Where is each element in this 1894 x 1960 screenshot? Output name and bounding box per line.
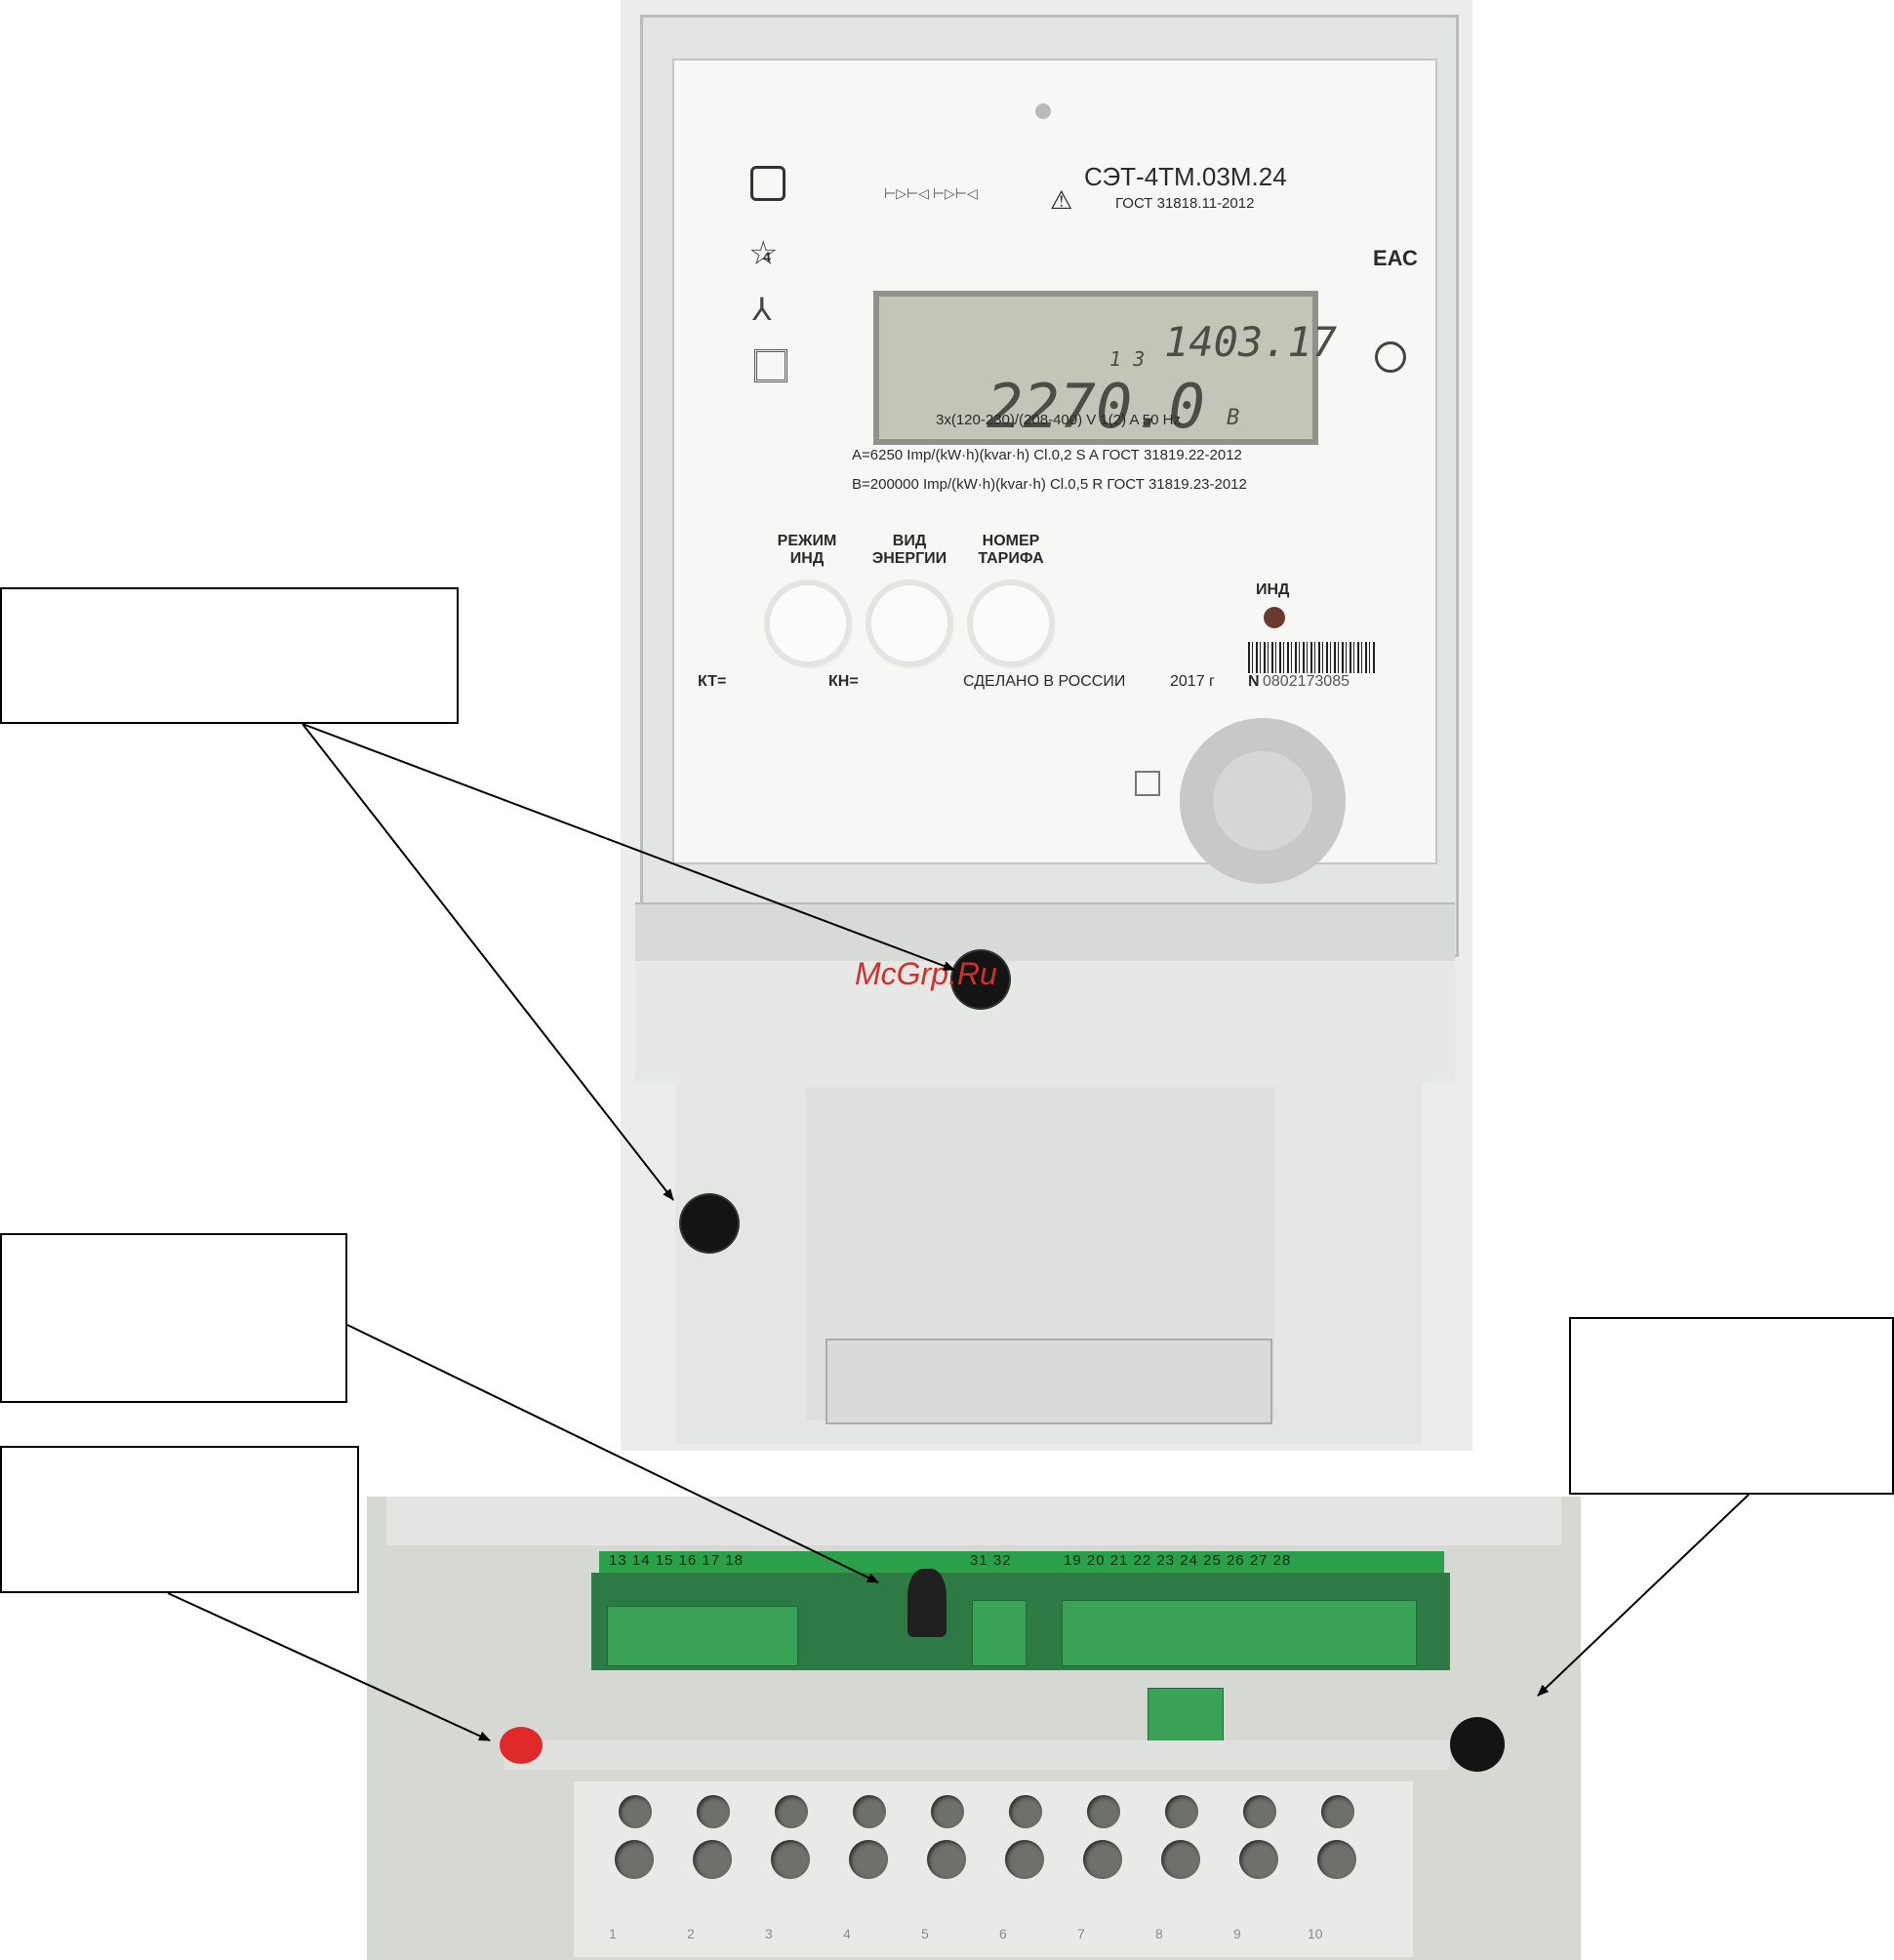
terminal-block-left bbox=[607, 1606, 798, 1666]
terminal-hole bbox=[775, 1795, 808, 1828]
red-indicator bbox=[500, 1727, 543, 1764]
callout-box-center-seal[interactable] bbox=[0, 1233, 347, 1403]
terminal-hole bbox=[1087, 1795, 1120, 1828]
terminal-hole bbox=[1165, 1795, 1198, 1828]
terminal-number: 3 bbox=[765, 1926, 773, 1941]
seal-left bbox=[681, 1195, 738, 1252]
meter-faceplate: СЭТ-4ТМ.03М.24 ГОСТ 31818.11-2012 ⚠ ⊢▷⊢◁… bbox=[672, 59, 1437, 884]
terminal-screw bbox=[693, 1840, 732, 1879]
label-plate bbox=[826, 1339, 1272, 1424]
warning-triangle-icon: ⚠ bbox=[1050, 185, 1073, 215]
terminal-screw bbox=[1239, 1840, 1278, 1879]
seal-bottom-right bbox=[1450, 1717, 1505, 1772]
watermark: McGrp.Ru bbox=[855, 956, 997, 991]
kt-label: КТ= bbox=[698, 673, 727, 690]
terminal-block-mid bbox=[972, 1600, 1027, 1666]
terminal-number: 9 bbox=[1233, 1926, 1241, 1941]
strip-numbers-left: 13 14 15 16 17 18 bbox=[609, 1552, 744, 1569]
terminal-number: 5 bbox=[921, 1926, 929, 1941]
terminal-number: 4 bbox=[843, 1926, 851, 1941]
terminal-screw bbox=[615, 1840, 654, 1879]
indicator-label: ИНД bbox=[1256, 581, 1290, 598]
meter-model: СЭТ-4ТМ.03М.24 bbox=[1084, 162, 1287, 191]
kn-label: КН= bbox=[828, 673, 859, 690]
meter-front-photo: СЭТ-4ТМ.03М.24 ГОСТ 31818.11-2012 ⚠ ⊢▷⊢◁… bbox=[621, 0, 1472, 1451]
serial-prefix: N bbox=[1248, 673, 1260, 690]
certification-mark-icon bbox=[750, 166, 786, 201]
mode-button[interactable] bbox=[770, 585, 846, 661]
lcd-top-small: 1 3 bbox=[1109, 347, 1146, 371]
terminal-hole bbox=[853, 1795, 886, 1828]
terminal-number: 2 bbox=[687, 1926, 695, 1941]
terminal-number: 1 bbox=[609, 1926, 617, 1941]
year-label: 2017 г bbox=[1170, 673, 1215, 690]
indicator-led bbox=[1264, 607, 1285, 628]
optical-port bbox=[1180, 718, 1346, 884]
optical-port-symbol-icon bbox=[1135, 771, 1160, 796]
strip-numbers-mid: 31 32 bbox=[970, 1552, 1012, 1569]
callout-box-seals-top[interactable] bbox=[0, 587, 459, 724]
upper-housing bbox=[635, 961, 1455, 1083]
circuit-symbols-icon: ⊢▷⊢◁ ⊢▷⊢◁ bbox=[884, 185, 978, 201]
terminal-number: 8 bbox=[1155, 1926, 1163, 1941]
arrow-to-top-seal bbox=[302, 723, 955, 971]
meter-standard-top: ГОСТ 31818.11-2012 bbox=[1115, 195, 1255, 212]
star-icon: ☆ bbox=[748, 235, 779, 272]
spec-line-3: B=200000 Imp/(kW·h)(kvar·h) Cl.0,5 R ГОС… bbox=[852, 476, 1247, 493]
callout-box-right-seal[interactable] bbox=[1569, 1317, 1894, 1495]
terminal-ledge bbox=[504, 1740, 1450, 1770]
terminal-hole bbox=[697, 1795, 730, 1828]
housing-top-edge bbox=[386, 1497, 1561, 1545]
made-in-label: СДЕЛАНО В РОССИИ bbox=[963, 673, 1126, 690]
spec-line-1: 3х(120-230)/(208-400) V 1(2) A 50 Hz bbox=[936, 412, 1181, 428]
optical-port-icon bbox=[1375, 341, 1406, 373]
spec-line-2: A=6250 Imp/(kW·h)(kvar·h) Cl.0,2 S A ГОС… bbox=[852, 447, 1242, 463]
terminal-screw bbox=[771, 1840, 810, 1879]
terminal-screw bbox=[1005, 1840, 1044, 1879]
terminal-screw bbox=[927, 1840, 966, 1879]
three-phase-icon: ⅄ bbox=[752, 292, 772, 327]
terminal-hole bbox=[1243, 1795, 1276, 1828]
arrow-to-red-indicator bbox=[167, 1592, 491, 1741]
terminal-hole bbox=[619, 1795, 652, 1828]
terminal-number: 7 bbox=[1077, 1926, 1085, 1941]
terminal-screw bbox=[1083, 1840, 1122, 1879]
tariff-button[interactable] bbox=[973, 585, 1049, 661]
seal-bottom-center bbox=[907, 1569, 947, 1637]
energy-type-button[interactable] bbox=[871, 585, 947, 661]
lcd-top-value: 1403.17 bbox=[1164, 318, 1338, 366]
terminal-number: 6 bbox=[999, 1926, 1007, 1941]
barcode bbox=[1248, 642, 1375, 673]
terminal-screw bbox=[1161, 1840, 1200, 1879]
cover-hinge bbox=[635, 902, 1455, 963]
terminal-hole bbox=[931, 1795, 964, 1828]
arrow-to-left-seal bbox=[302, 723, 674, 1201]
terminal-screw bbox=[1317, 1840, 1356, 1879]
eac-mark: ЕАС bbox=[1373, 246, 1418, 270]
serial-number: 0802173085 bbox=[1263, 673, 1350, 690]
terminal-hole bbox=[1009, 1795, 1042, 1828]
lcd-main-value: 2270.0 bbox=[987, 371, 1205, 442]
terminal-block-right bbox=[1062, 1600, 1417, 1666]
terminal-block-power bbox=[1148, 1688, 1224, 1746]
class-badge: 4 bbox=[763, 249, 771, 264]
seal-top bbox=[952, 951, 1009, 1008]
terminal-hole bbox=[1321, 1795, 1354, 1828]
terminal-screw bbox=[849, 1840, 888, 1879]
strip-numbers-right: 19 20 21 22 23 24 25 26 27 28 bbox=[1064, 1552, 1292, 1569]
meter-terminals-photo: 13 14 15 16 17 18 31 32 19 20 21 22 23 2… bbox=[367, 1497, 1581, 1960]
callout-box-red-indicator[interactable] bbox=[0, 1446, 359, 1593]
terminal-number: 10 bbox=[1308, 1926, 1323, 1941]
terminal-number-strip: 13 14 15 16 17 18 31 32 19 20 21 22 23 2… bbox=[599, 1551, 1444, 1573]
double-insulation-icon bbox=[754, 349, 787, 382]
lcd-display: 1403.17 1 3 2270.0 В bbox=[873, 291, 1337, 445]
arrow-to-right-seal bbox=[1537, 1494, 1750, 1697]
faceplate-screw-icon bbox=[1035, 103, 1051, 119]
arrow-to-center-seal bbox=[346, 1324, 879, 1583]
lcd-unit: В bbox=[1227, 406, 1240, 430]
